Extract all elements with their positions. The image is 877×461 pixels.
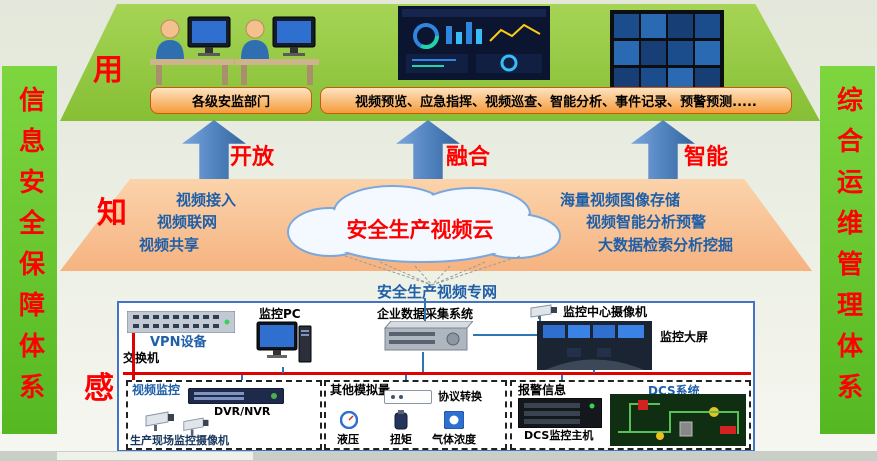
capability-video-share: 视频共享 bbox=[139, 236, 200, 254]
right-system-bar: 综合运维管理体系 bbox=[820, 66, 875, 434]
analog-group-title: 其他模拟量 bbox=[330, 383, 391, 397]
arrow-label-intelligent: 智能 bbox=[684, 145, 729, 170]
private-network-label: 安全生产视频专网 bbox=[376, 283, 497, 301]
video-group-title: 视频监控 bbox=[132, 383, 181, 397]
protocol-converter-image bbox=[384, 390, 432, 404]
gas-sensor-icon bbox=[444, 411, 464, 429]
field-devices-box: 交换机 VPN设备 监控PC 企业数据采集系统 bbox=[117, 301, 755, 452]
capability-video-access: 视频接入 bbox=[176, 191, 237, 209]
control-room-image bbox=[537, 321, 652, 370]
pc-bus-line bbox=[282, 367, 284, 373]
sensor-label-gas: 气体浓度 bbox=[432, 433, 476, 446]
dashboard-screen-image bbox=[398, 6, 550, 80]
layer-tag-sense: 感 bbox=[84, 371, 114, 406]
site-camera-icon bbox=[145, 411, 174, 431]
capability-bigdata-mining: 大数据检索分析挖掘 bbox=[598, 236, 734, 254]
video-wall-image bbox=[610, 10, 724, 97]
arrow-label-fusion: 融合 bbox=[446, 145, 491, 170]
red-bus-line bbox=[123, 372, 751, 375]
arrow-label-open: 开放 bbox=[230, 145, 275, 170]
layer-tag-know: 知 bbox=[97, 196, 127, 231]
departments-box: 各级安监部门 bbox=[150, 87, 312, 114]
sensor-label-torque: 扭矩 bbox=[390, 433, 412, 446]
dvr-label: DVR/NVR bbox=[214, 405, 271, 418]
right-system-bar-label: 综合运维管理体系 bbox=[832, 86, 863, 414]
dcs-process-diagram-image bbox=[610, 394, 746, 446]
pc-label: 监控PC bbox=[259, 307, 301, 321]
alarm-group-title: 报警信息 bbox=[518, 383, 567, 397]
capability-storage: 海量视频图像存储 bbox=[560, 191, 681, 209]
functions-box: 视频预览、应急指挥、视频巡查、智能分析、事件记录、预警预测..... bbox=[320, 87, 792, 114]
switch-image bbox=[127, 311, 235, 333]
cloud-title: 安全生产视频云 bbox=[346, 218, 494, 242]
center-camera-icon bbox=[530, 304, 557, 319]
daq-server-image bbox=[383, 321, 473, 351]
hydraulic-gauge-icon bbox=[340, 411, 358, 429]
video-surveillance-group: 视频监控 DVR/NVR 生产现场监控摄像机 bbox=[126, 380, 322, 450]
left-system-bar: 信息安全保障体系 bbox=[2, 66, 57, 434]
dvr-image bbox=[188, 388, 284, 404]
dcs-host-image bbox=[518, 398, 602, 428]
analog-signals-group: 其他模拟量 协议转换 液压 扭矩 气体浓度 bbox=[324, 380, 507, 450]
center-camera-label: 监控中心摄像机 bbox=[563, 305, 648, 319]
daq-bus-line bbox=[422, 352, 424, 372]
left-system-bar-label: 信息安全保障体系 bbox=[14, 86, 45, 414]
cloud-network-links bbox=[344, 255, 521, 286]
layer-tag-use: 用 bbox=[93, 53, 123, 88]
torque-sensor-icon bbox=[394, 410, 408, 430]
slide-edge bbox=[0, 451, 877, 461]
capability-analysis-warning: 视频智能分析预警 bbox=[586, 213, 707, 231]
daq-camera-line-h bbox=[473, 334, 539, 336]
switch-label: 交换机 bbox=[123, 351, 160, 365]
converter-label: 协议转换 bbox=[438, 390, 482, 403]
site-camera-icon bbox=[183, 417, 209, 435]
pc-image bbox=[256, 321, 312, 363]
network-to-box-line bbox=[424, 298, 426, 321]
sensor-label-hydraulic: 液压 bbox=[337, 433, 359, 446]
vpn-label: VPN设备 bbox=[150, 335, 207, 350]
big-screen-label: 监控大屏 bbox=[660, 330, 709, 344]
site-cameras-label: 生产现场监控摄像机 bbox=[130, 434, 229, 447]
cloud-shape bbox=[287, 185, 561, 263]
slide-edge-highlight bbox=[57, 452, 253, 460]
dcs-host-label: DCS监控主机 bbox=[524, 429, 594, 442]
operator-workstation-icon bbox=[150, 16, 234, 85]
controlroom-bus-line bbox=[593, 370, 595, 373]
operator-workstation-icon bbox=[235, 16, 319, 85]
alarm-dcs-group: 报警信息 DCS系统 DCS监控主机 bbox=[510, 380, 751, 450]
capability-video-network: 视频联网 bbox=[157, 213, 218, 231]
